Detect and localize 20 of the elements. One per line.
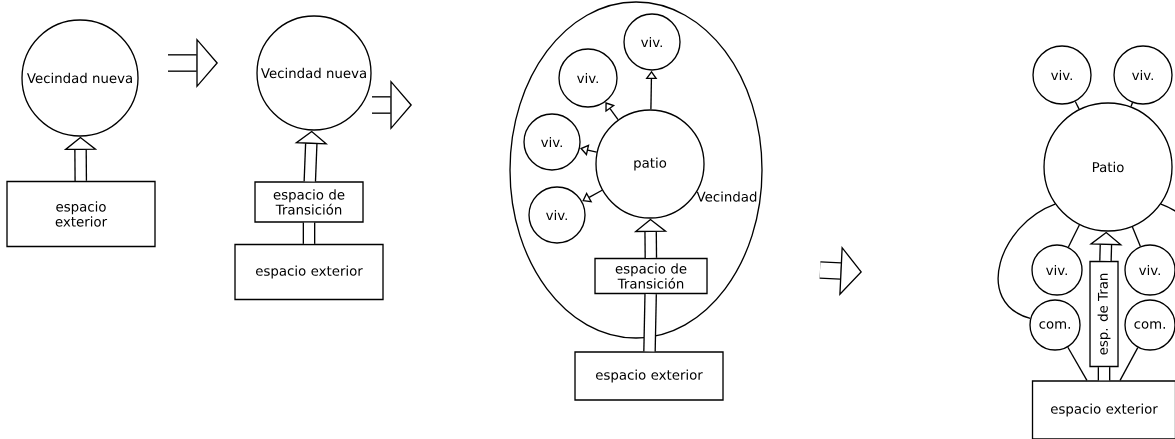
space-box: espacio exterior bbox=[6, 180, 156, 248]
double-line bbox=[1097, 367, 1111, 381]
space-box: espacio exterior bbox=[234, 243, 384, 301]
connector-line bbox=[1067, 346, 1088, 381]
double-line bbox=[643, 294, 657, 352]
space-box: espacio exterior bbox=[574, 351, 724, 401]
connector-line bbox=[997, 203, 1056, 320]
connector-line bbox=[1067, 224, 1080, 248]
double-line bbox=[302, 222, 316, 244]
connector-line bbox=[1131, 226, 1141, 247]
space-box: espacio exterior bbox=[1031, 380, 1175, 439]
transition-box: espacio de Transición bbox=[594, 257, 708, 295]
transition-box: espacio de Transición bbox=[254, 181, 364, 223]
connector-line bbox=[1119, 346, 1139, 381]
connector-line bbox=[1130, 102, 1134, 108]
transition-box: esp. de Tran bbox=[1089, 260, 1119, 368]
arrow bbox=[580, 144, 598, 156]
arrow bbox=[582, 189, 603, 203]
arrow bbox=[605, 102, 619, 121]
connector-line bbox=[1074, 100, 1080, 110]
